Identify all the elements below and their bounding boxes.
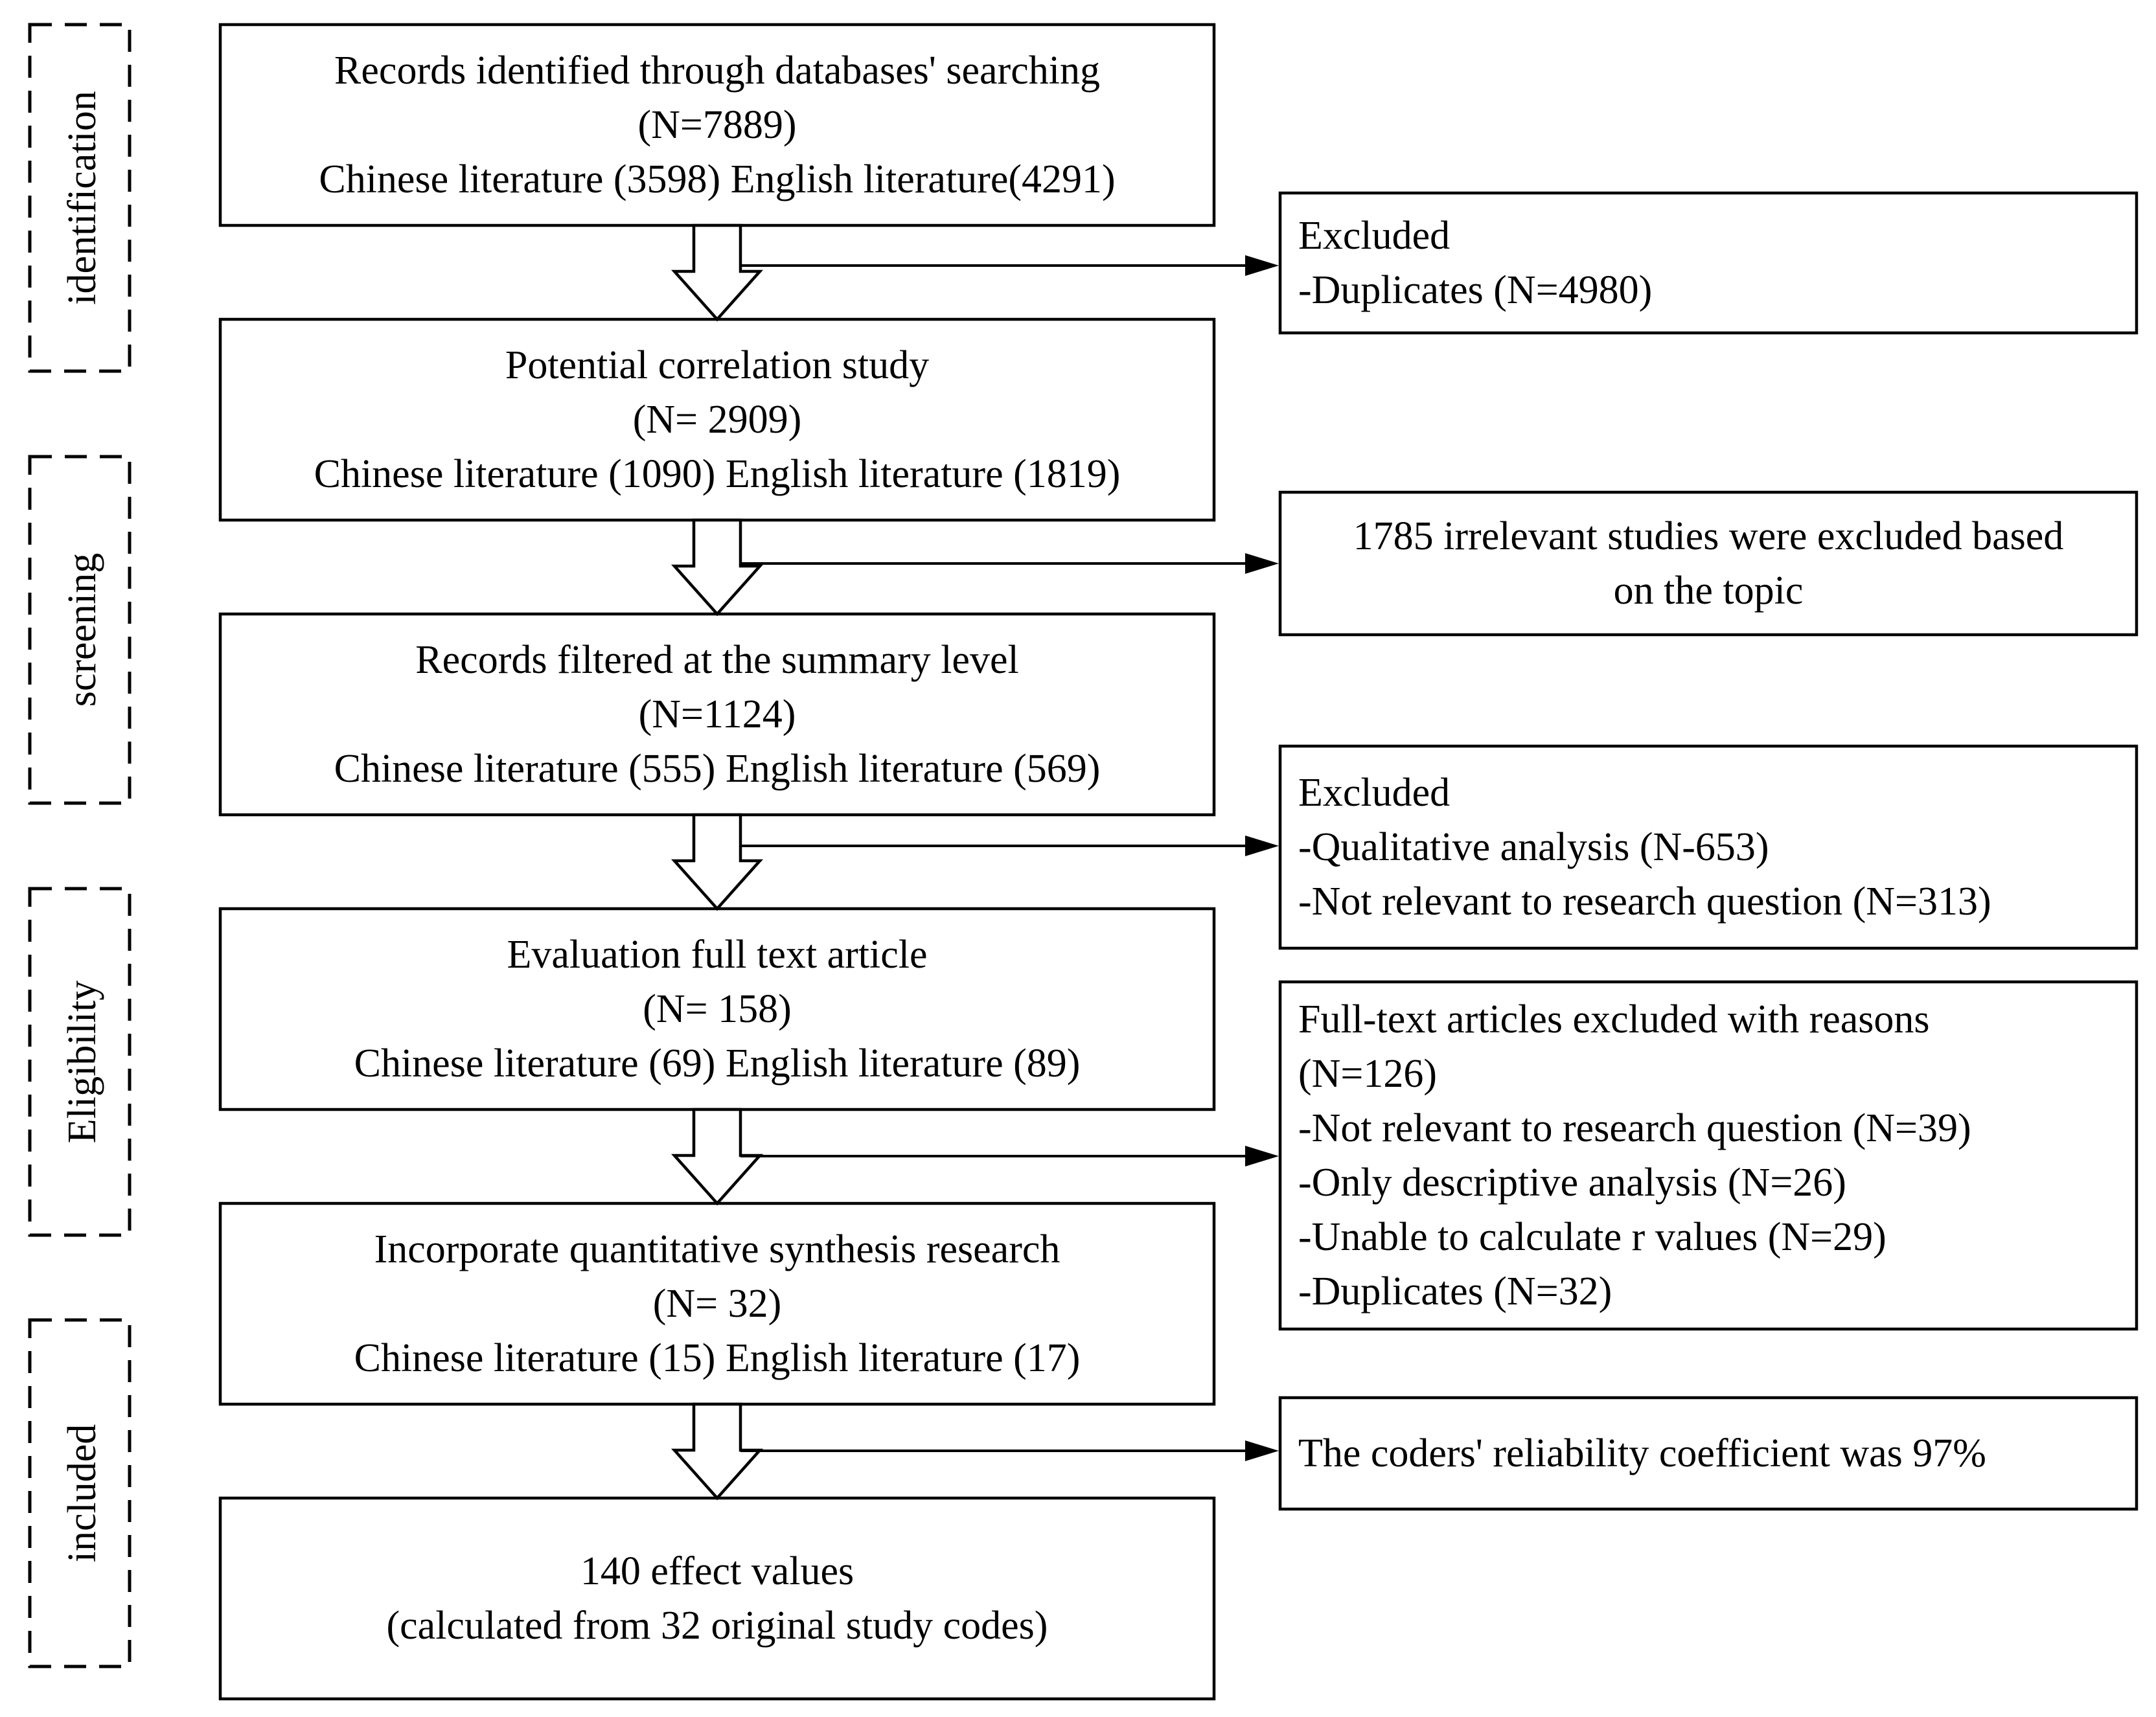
box-line: Chinese literature (555) English literat… [334, 747, 1101, 791]
box-frame [218, 1201, 1216, 1406]
down-arrow [671, 1402, 764, 1501]
box-line: Chinese literature (69) English literatu… [354, 1041, 1081, 1086]
box-line: Excluded [1298, 771, 1450, 815]
side-box-full-text-excluded: Full-text articles excluded with reasons… [1278, 980, 2139, 1331]
stage-label: included [60, 1424, 104, 1563]
stage-eligibility: Eligibility [28, 887, 132, 1237]
box-line: 140 effect values [580, 1549, 854, 1593]
box-frame [218, 23, 1216, 227]
main-box-summary-level: Records filtered at the summary level (N=… [218, 612, 1216, 817]
stage-bracket [28, 887, 132, 1237]
main-box-quantitative-synthesis: Incorporate quantitative synthesis resea… [218, 1201, 1216, 1406]
box-line: (N= 158) [643, 987, 792, 1031]
arrow-head [1245, 553, 1279, 574]
box-frame [1278, 980, 2139, 1331]
exclusion-arrow [740, 553, 1279, 574]
box-line: (N= 2909) [633, 398, 802, 442]
box-line: Records filtered at the summary level [415, 638, 1018, 682]
box-line: Incorporate quantitative synthesis resea… [374, 1227, 1061, 1271]
side-box-coder-reliability: The coders' reliability coefficient was … [1278, 1396, 2139, 1511]
box-frame [1278, 490, 2139, 637]
side-box-excluded-qualitative: Excluded -Qualitative analysis (N-653) -No… [1278, 744, 2139, 950]
stage-screening: screening [28, 455, 132, 805]
box-line: Records identified through databases' se… [334, 49, 1100, 93]
down-arrow [671, 813, 764, 911]
side-box-excluded-duplicates: Excluded -Duplicates (N=4980) [1278, 191, 2139, 335]
box-frame [218, 907, 1216, 1111]
box-line: on the topic [1614, 569, 1804, 613]
box-line: (N=1124) [639, 692, 796, 736]
stage-identification: identification [28, 23, 132, 373]
box-frame [218, 612, 1216, 817]
box-line: -Qualitative analysis (N-653) [1298, 825, 1769, 869]
box-line: Chinese literature (1090) English litera… [314, 452, 1121, 496]
arrow-head [1245, 836, 1279, 856]
exclusion-arrow [740, 1440, 1279, 1461]
down-arrow [671, 1108, 764, 1206]
stage-label: Eligibility [60, 981, 104, 1143]
box-frame [1278, 191, 2139, 335]
arrow-head [1245, 255, 1279, 276]
stage-bracket [28, 23, 132, 373]
box-line: -Unable to calculate r values (N=29) [1298, 1215, 1886, 1259]
box-line: -Only descriptive analysis (N=26) [1298, 1161, 1846, 1205]
box-line: -Duplicates (N=32) [1298, 1269, 1612, 1313]
arrow-head [1245, 1146, 1279, 1166]
box-line: The coders' reliability coefficient was … [1298, 1431, 1986, 1475]
box-line: Chinese literature (15) English literatu… [354, 1336, 1081, 1380]
main-box-effect-values: 140 effect values (calculated from 32 ori… [218, 1496, 1216, 1701]
main-box-full-text-evaluation: Evaluation full text article (N= 158) Chin… [218, 907, 1216, 1111]
box-line: Excluded [1298, 214, 1450, 258]
stage-label: screening [60, 553, 104, 707]
main-box-records-identified: Records identified through databases' se… [218, 23, 1216, 227]
box-line: Full-text articles excluded with reasons [1298, 997, 1930, 1041]
box-frame [1278, 1396, 2139, 1511]
box-line: (N=126) [1298, 1052, 1437, 1096]
down-arrow [671, 223, 764, 322]
box-line: (N=7889) [637, 103, 796, 147]
box-frame [218, 1496, 1216, 1701]
box-line: 1785 irrelevant studies were excluded ba… [1353, 514, 2064, 558]
exclusion-arrow [740, 1146, 1279, 1166]
box-line: (N= 32) [653, 1282, 782, 1326]
box-frame [1278, 744, 2139, 950]
main-box-potential-correlation: Potential correlation study (N= 2909) Chin… [218, 317, 1216, 522]
arrow-head [1245, 1440, 1279, 1461]
stage-bracket [28, 455, 132, 805]
down-arrow [671, 518, 764, 617]
stage-included: included [28, 1318, 132, 1668]
exclusion-arrow [740, 255, 1279, 276]
box-line: -Duplicates (N=4980) [1298, 268, 1652, 312]
box-line: Evaluation full text article [507, 933, 927, 977]
exclusion-arrow [740, 836, 1279, 856]
stage-label: identification [60, 91, 104, 305]
box-line: -Not relevant to research question (N=31… [1298, 880, 1991, 924]
stage-bracket [28, 1318, 132, 1668]
box-line: (calculated from 32 original study codes… [387, 1604, 1048, 1648]
side-box-irrelevant-topic: 1785 irrelevant studies were excluded ba… [1278, 490, 2139, 637]
box-line: Chinese literature (3598) English litera… [319, 157, 1115, 201]
box-line: -Not relevant to research question (N=39… [1298, 1106, 1971, 1150]
box-line: Potential correlation study [505, 343, 929, 387]
